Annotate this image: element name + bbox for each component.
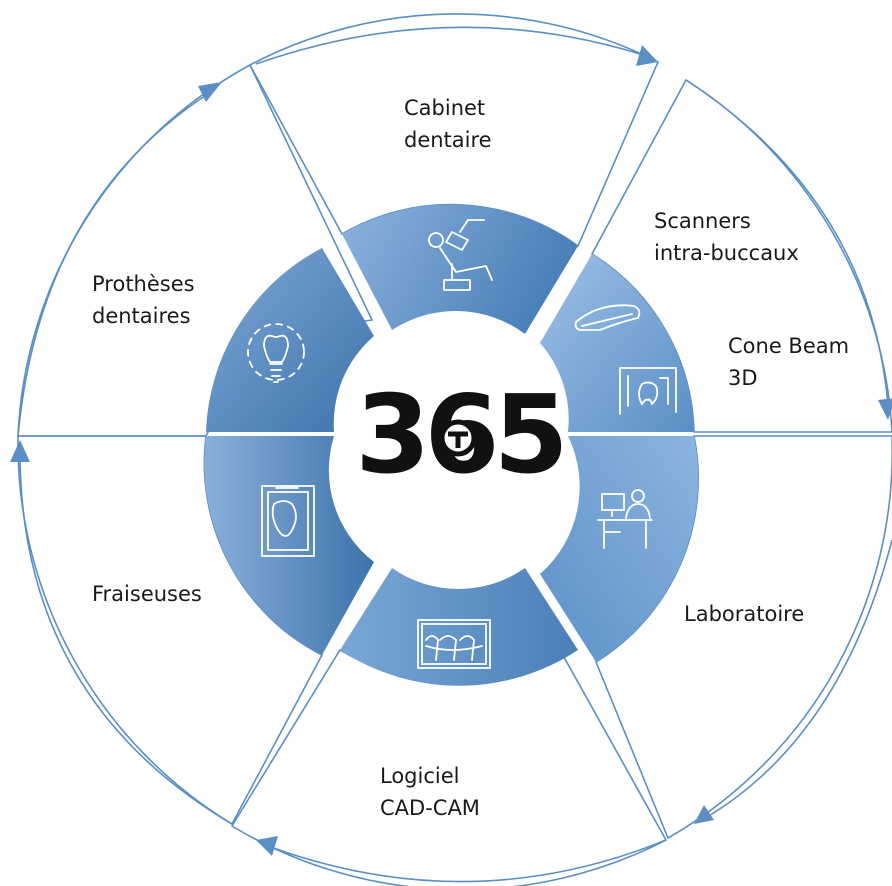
arrowhead-bottom bbox=[256, 836, 278, 856]
arrowhead-left bbox=[10, 440, 30, 462]
dental-chair-icon bbox=[428, 219, 493, 291]
label-cone-beam: Cone Beam 3D bbox=[728, 334, 850, 390]
arrowhead-bottom-right bbox=[694, 805, 714, 824]
arrowhead-top-left bbox=[198, 82, 222, 102]
arrow-top bbox=[255, 26, 641, 65]
milling-machine-icon bbox=[261, 485, 315, 557]
arrow-left bbox=[19, 455, 233, 825]
cad-screen-icon bbox=[417, 619, 491, 669]
arrow-top-left bbox=[17, 89, 215, 437]
lab-technician-icon bbox=[597, 489, 653, 549]
label-protheses: Prothèses dentaires bbox=[92, 272, 195, 328]
ring-segment-logiciel bbox=[340, 568, 578, 686]
arrowhead-right bbox=[878, 398, 892, 420]
logo-badge-mark bbox=[448, 431, 468, 448]
cycle-arrows bbox=[17, 26, 892, 883]
arrowhead-top bbox=[636, 45, 658, 66]
arrow-bottom-right bbox=[701, 539, 892, 821]
ring-segment-cabinet bbox=[342, 204, 578, 334]
arrow-bottom bbox=[267, 839, 667, 883]
ring-segment-laboratoire bbox=[540, 436, 699, 662]
label-cabinet: Cabinet dentaire bbox=[404, 96, 492, 152]
logo-365: 365 bbox=[355, 373, 568, 498]
label-logiciel: Logiciel CAD-CAM bbox=[380, 764, 480, 820]
label-laboratoire: Laboratoire bbox=[684, 602, 805, 626]
cbct-machine-icon bbox=[619, 367, 677, 415]
arrow-right bbox=[685, 79, 889, 406]
inner-ring bbox=[204, 204, 699, 686]
intraoral-scanner-icon bbox=[574, 304, 641, 331]
ring-segment-fraiseuses bbox=[204, 436, 374, 655]
label-fraiseuses: Fraiseuses bbox=[92, 582, 202, 606]
label-scanners: Scanners intra-buccaux bbox=[654, 209, 799, 265]
arrowheads bbox=[10, 45, 892, 856]
ring-segment-protheses bbox=[206, 248, 374, 432]
implant-tooth-icon bbox=[247, 323, 305, 383]
ring-segment-scanners bbox=[540, 254, 694, 432]
